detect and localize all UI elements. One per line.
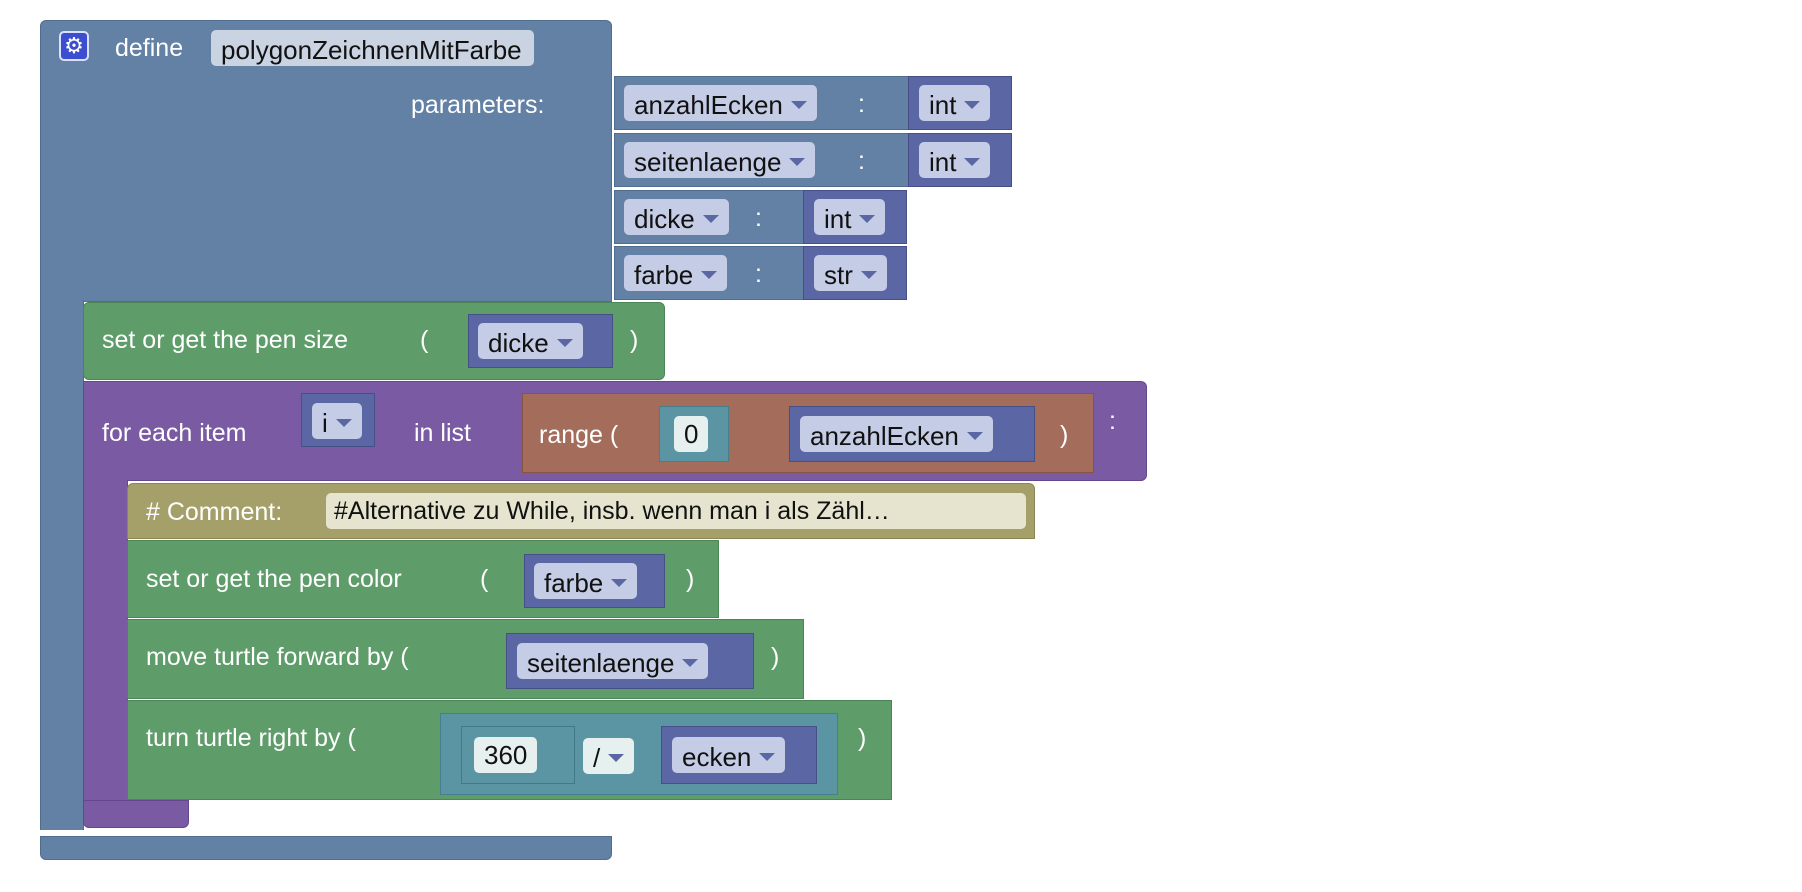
param-type-block[interactable]: str — [803, 246, 907, 300]
procedure-name-field[interactable]: polygonZeichnenMitFarbe — [211, 30, 534, 66]
param-colon: : — [755, 260, 762, 288]
close-paren: ) — [686, 565, 695, 593]
chevron-down-icon — [608, 754, 625, 763]
comment-text-field[interactable]: #Alternative zu While, insb. wenn man i … — [326, 493, 1026, 529]
define-bottom — [40, 836, 612, 860]
divisor-block[interactable]: ecken — [661, 726, 817, 784]
loop-var-block[interactable]: i — [301, 393, 375, 447]
chevron-down-icon — [859, 215, 876, 224]
chevron-down-icon — [611, 579, 628, 588]
param-type-dropdown[interactable]: int — [814, 199, 886, 235]
loop-colon: : — [1109, 407, 1116, 435]
define-rail — [40, 300, 84, 830]
set-pen-size-block[interactable]: set or get the pen size ( dicke ) — [83, 302, 665, 380]
range-start-block[interactable]: 0 — [659, 406, 729, 462]
chevron-down-icon — [702, 215, 719, 224]
param-block-anzahlecken[interactable]: anzahlEcken : — [614, 76, 914, 130]
chevron-down-icon — [790, 101, 807, 110]
chevron-down-icon — [682, 659, 699, 668]
range-label: range ( — [539, 421, 619, 449]
chevron-down-icon — [789, 158, 806, 167]
turn-right-block[interactable]: turn turtle right by ( 360 / ecken ) — [127, 700, 892, 800]
dividend-input[interactable]: 360 — [474, 737, 538, 773]
pen-color-arg-block[interactable]: farbe — [524, 554, 665, 608]
comment-label: # Comment: — [146, 498, 283, 526]
range-start-input[interactable]: 0 — [674, 416, 709, 452]
range-end-dropdown[interactable]: anzahlEcken — [800, 416, 993, 452]
variable-dropdown[interactable]: dicke — [478, 323, 583, 359]
param-type-block[interactable]: int — [803, 190, 907, 244]
forward-arg-block[interactable]: seitenlaenge — [506, 633, 754, 689]
operator-dropdown[interactable]: / — [583, 738, 635, 774]
chevron-down-icon — [759, 753, 776, 762]
chevron-down-icon — [964, 101, 981, 110]
param-colon: : — [858, 147, 865, 175]
close-paren: ) — [771, 643, 780, 671]
for-each-loop-block[interactable]: for each item i in list range ( 0 anzahl… — [83, 381, 1147, 481]
chevron-down-icon — [966, 432, 983, 441]
range-close-paren: ) — [1060, 421, 1069, 449]
variable-dropdown[interactable]: farbe — [534, 563, 638, 599]
right-label: turn turtle right by ( — [146, 724, 356, 752]
open-paren: ( — [420, 326, 429, 354]
loop-var-dropdown[interactable]: i — [312, 403, 362, 439]
chevron-down-icon — [860, 271, 877, 280]
comment-block[interactable]: # Comment: #Alternative zu While, insb. … — [127, 483, 1035, 539]
param-type-block[interactable]: int — [908, 76, 1012, 130]
pen-size-arg-block[interactable]: dicke — [468, 314, 613, 368]
define-keyword: define — [115, 34, 184, 62]
in-list-label: in list — [414, 419, 471, 447]
param-name-dropdown[interactable]: anzahlEcken — [624, 85, 817, 121]
chevron-down-icon — [964, 158, 981, 167]
forward-label: move turtle forward by ( — [146, 643, 409, 671]
move-forward-block[interactable]: move turtle forward by ( seitenlaenge ) — [127, 619, 804, 699]
param-type-dropdown[interactable]: int — [919, 85, 991, 121]
divide-block[interactable]: 360 / ecken — [440, 713, 838, 795]
define-block[interactable]: ⚙ define polygonZeichnenMitFarbe paramet… — [40, 20, 612, 302]
loop-bottom — [83, 800, 189, 828]
param-colon: : — [755, 204, 762, 232]
gear-icon[interactable]: ⚙ — [59, 31, 89, 61]
pen-size-label: set or get the pen size — [102, 326, 348, 354]
chevron-down-icon — [556, 339, 573, 348]
set-pen-color-block[interactable]: set or get the pen color ( farbe ) — [127, 540, 719, 618]
loop-rail — [83, 480, 128, 800]
param-name-dropdown[interactable]: seitenlaenge — [624, 142, 816, 178]
pen-color-label: set or get the pen color — [146, 565, 402, 593]
param-type-block[interactable]: int — [908, 133, 1012, 187]
range-end-block[interactable]: anzahlEcken — [789, 406, 1035, 462]
parameters-label: parameters: — [411, 91, 545, 119]
param-block-farbe[interactable]: farbe : — [614, 246, 810, 300]
range-block[interactable]: range ( 0 anzahlEcken ) — [522, 393, 1094, 473]
close-paren: ) — [630, 326, 639, 354]
param-colon: : — [858, 90, 865, 118]
chevron-down-icon — [701, 271, 718, 280]
param-name-dropdown[interactable]: farbe — [624, 255, 728, 291]
param-block-seitenlaenge[interactable]: seitenlaenge : — [614, 133, 914, 187]
param-type-dropdown[interactable]: int — [919, 142, 991, 178]
param-type-dropdown[interactable]: str — [814, 255, 887, 291]
dividend-block[interactable]: 360 — [461, 726, 575, 784]
param-name-dropdown[interactable]: dicke — [624, 199, 729, 235]
variable-dropdown[interactable]: ecken — [672, 737, 786, 773]
chevron-down-icon — [335, 419, 352, 428]
variable-dropdown[interactable]: seitenlaenge — [517, 643, 709, 679]
param-block-dicke[interactable]: dicke : — [614, 190, 810, 244]
open-paren: ( — [480, 565, 489, 593]
close-paren: ) — [858, 724, 867, 752]
for-each-label: for each item — [102, 419, 247, 447]
